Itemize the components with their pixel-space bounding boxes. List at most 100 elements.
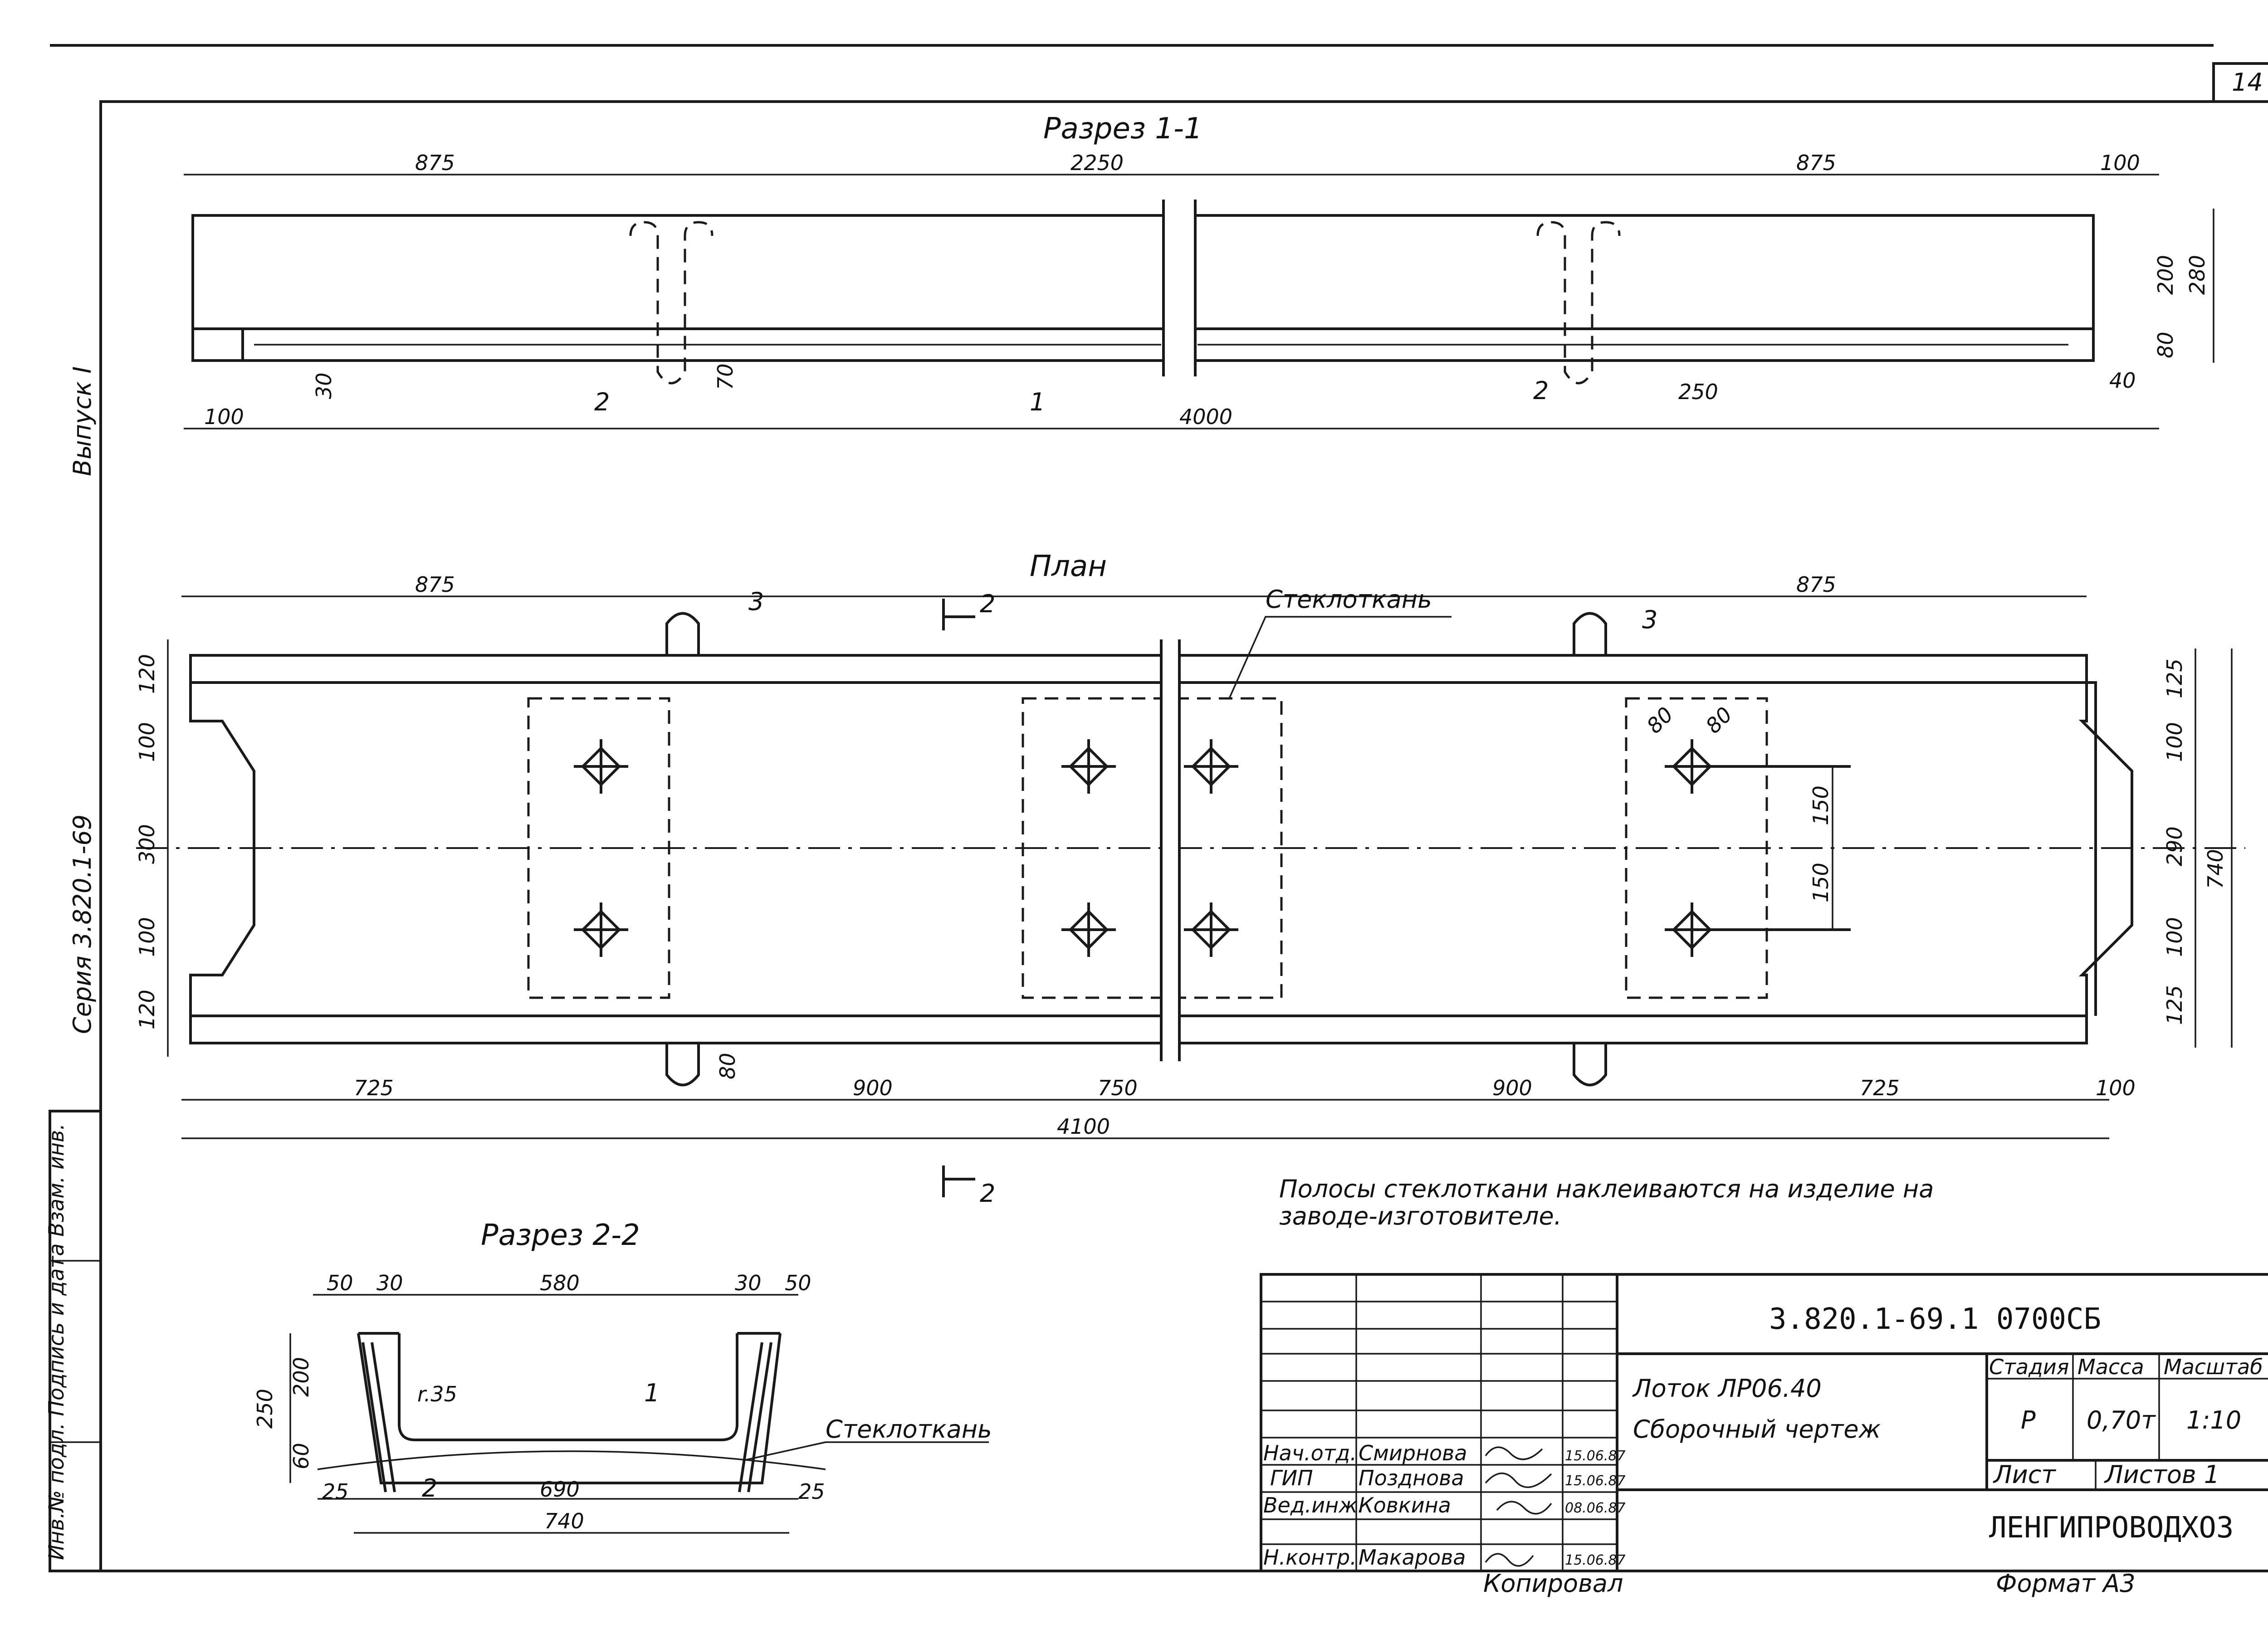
- s2-callout-2: 2: [422, 1474, 437, 1502]
- s1-dim-70: 70: [713, 363, 738, 390]
- plan-section-marker-bottom: 2: [980, 1179, 995, 1208]
- s2-inner-profile: [398, 1333, 738, 1441]
- plan-dim-bottom-725-right: 725: [1860, 1076, 1900, 1100]
- anchor-diamond: [1665, 739, 1851, 794]
- s2-dim-740: 740: [544, 1509, 584, 1533]
- anchor-diamond: [1184, 902, 1238, 957]
- plan-dim-bottom-725-left: 725: [354, 1076, 394, 1100]
- note-line-2: заводе-изготовителе.: [1279, 1202, 1562, 1230]
- plan-right-end: [2078, 683, 2133, 1016]
- s2-dim-30-right: 30: [735, 1271, 762, 1295]
- title-block: [1260, 1273, 2268, 1572]
- tb-name-2: Позднова: [1359, 1466, 1464, 1490]
- tb-name-1: Смирнова: [1359, 1441, 1467, 1465]
- note-line-1: Полосы стеклоткани наклеиваются на издел…: [1279, 1175, 1934, 1203]
- tb-role-2: ГИП: [1270, 1466, 1313, 1490]
- section-marker-bottom: [942, 1166, 975, 1197]
- section-2-title: Разрез 2-2: [481, 1219, 640, 1252]
- sheet-number-box: [2212, 62, 2268, 103]
- anchor-diamond: [1184, 739, 1238, 794]
- series-label: Серия 3.820.1-69: [68, 815, 97, 1034]
- s1-dim-2250: 2250: [1070, 151, 1124, 175]
- s2-rebar-right: [738, 1342, 772, 1493]
- tb-date-2: 15.06.87: [1565, 1473, 1626, 1489]
- plan-title: План: [1030, 550, 1107, 583]
- plan-dim-right-125-top: 125: [2162, 658, 2187, 698]
- fiberglass-leader: [1228, 616, 1452, 699]
- section-1-drawing: [184, 174, 2214, 429]
- plan-dim-bottom-100: 100: [2096, 1076, 2136, 1100]
- plan-dim-bottom-900-left: 900: [853, 1076, 893, 1100]
- s2-fiberglass-leader: [743, 1441, 989, 1461]
- s2-dim-50-left: 50: [327, 1271, 353, 1295]
- anchor-diamond: [1061, 739, 1116, 794]
- anchor-points: [574, 739, 1851, 957]
- plan-left-end: [189, 683, 255, 1016]
- plan-dim-left-100-bottom: 100: [135, 917, 159, 957]
- tb-copied-by: Копировал: [1483, 1569, 1623, 1598]
- s2-dim-250: 250: [253, 1389, 277, 1429]
- s1-dim-100: 100: [2100, 151, 2140, 175]
- plan-dim-inner-80-c: 80: [715, 1053, 740, 1079]
- plan-dim-inner-80-b: 80: [1701, 702, 1737, 738]
- plan-dim-total-4100: 4100: [1057, 1114, 1110, 1139]
- tb-doc-code: 3.820.1-69.1 0700СБ: [1769, 1302, 2101, 1336]
- tb-role-3: Вед.инж.: [1263, 1493, 1364, 1517]
- plan-dim-left-120-top: 120: [135, 654, 159, 694]
- plan-dim-right-290: 290: [2162, 826, 2187, 866]
- section-2-drawing: [289, 1294, 989, 1534]
- issue-label: Выпуск I: [68, 366, 97, 476]
- plan-break-gap: [1161, 639, 1179, 1061]
- anchor-diamond: [1665, 902, 1851, 957]
- plan-loop-bottom-right: [1573, 1043, 1607, 1087]
- tb-date-4: 15.06.87: [1565, 1552, 1626, 1568]
- tb-name-line-1: Лоток ЛР06.40: [1632, 1374, 1822, 1403]
- fiberglass-patch-middle: [1022, 697, 1283, 999]
- tb-format: Формат А3: [1996, 1569, 2136, 1598]
- plan-dim-875-left: 875: [415, 572, 455, 597]
- s1-dim-200: 200: [2153, 255, 2178, 295]
- tb-date-1: 15.06.87: [1565, 1448, 1626, 1464]
- s1-dim-40: 40: [2109, 368, 2136, 393]
- tb-date-3: 08.06.87: [1565, 1500, 1626, 1516]
- side-stamp-box: [49, 1110, 102, 1572]
- s1-dim-4000: 4000: [1179, 405, 1232, 429]
- plan-fiberglass-label: Стеклоткань: [1266, 585, 1432, 614]
- plan-dim-left-300: 300: [135, 824, 159, 864]
- tb-signature-4: [1485, 1553, 1534, 1567]
- sheet-number: 14: [2232, 68, 2263, 97]
- s2-dim-690: 690: [540, 1477, 580, 1502]
- section-marker-top: [942, 599, 975, 630]
- plan-loop-bottom-left: [665, 1043, 700, 1087]
- tb-org: ЛЕНГИПРОВОДХОЗ: [1989, 1511, 2234, 1545]
- s2-dim-25-right: 25: [798, 1479, 825, 1504]
- tb-role-1: Нач.отд.: [1263, 1441, 1357, 1465]
- plan-dim-inner-80-a: 80: [1642, 702, 1678, 738]
- tb-name-4: Макарова: [1359, 1545, 1466, 1570]
- s2-rebar-left: [362, 1342, 396, 1493]
- s1-callout-2-right: 2: [1533, 376, 1549, 405]
- tb-name-3: Ковкина: [1359, 1493, 1451, 1517]
- plan-dim-right-100-top: 100: [2162, 722, 2187, 762]
- side-stamp-text: Инв.№ подл. Подпись и дата Взам. инв.: [44, 1123, 68, 1560]
- s2-dim-60: 60: [289, 1443, 313, 1469]
- lifting-loop-right: [1536, 221, 1621, 385]
- s1-dim-250: 250: [1678, 380, 1718, 404]
- s1-callout-2-left: 2: [594, 388, 610, 416]
- tb-sheet-label: Лист: [1993, 1460, 2056, 1489]
- plan-callout-3-right: 3: [1642, 605, 1657, 634]
- tb-role-4: Н.контр.: [1263, 1545, 1357, 1570]
- s2-dim-30-left: 30: [376, 1271, 403, 1295]
- tb-scale: 1:10: [2186, 1406, 2241, 1434]
- s2-dim-200: 200: [289, 1357, 313, 1397]
- plan-dim-right-100-bottom: 100: [2162, 917, 2187, 957]
- lifting-loop-left: [629, 221, 714, 385]
- tb-col-stage: Стадия: [1989, 1355, 2069, 1379]
- s2-outer-profile: [357, 1333, 782, 1484]
- plan-dim-left-120-bottom: 120: [135, 990, 159, 1029]
- tb-signature-3: [1496, 1501, 1552, 1515]
- tray-side-elevation: [191, 214, 2095, 362]
- tb-signature-2: [1485, 1473, 1552, 1488]
- plan-dim-inner-150-bottom: 150: [1809, 863, 1833, 902]
